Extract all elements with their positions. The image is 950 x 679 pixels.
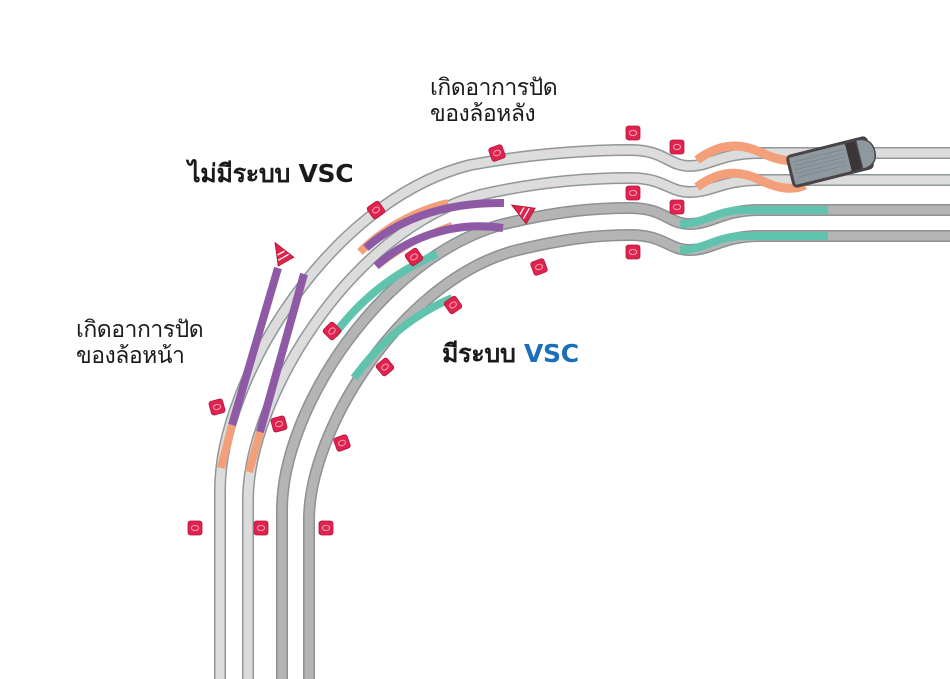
marker-icon (529, 257, 549, 277)
rear-skid-label-line-1: เกิดอาการปัด (430, 75, 558, 101)
front-skid-label-line-1: เกิดอาการปัด (76, 317, 204, 343)
front-skid-orange-2 (245, 430, 264, 474)
front-skid-purple-1 (228, 266, 282, 427)
track-3-edge (276, 201, 950, 679)
track-4 (304, 230, 950, 679)
tracks-with-vsc (276, 201, 950, 679)
tracks-no-vsc (214, 143, 950, 679)
track-3 (277, 203, 950, 679)
marker-icon (669, 199, 685, 215)
rear-skid-label-line-2: ของล้อหลัง (430, 100, 536, 127)
marker-icon (332, 433, 352, 453)
front-skid-purple-2 (256, 272, 308, 434)
front-skid-label-line-2: ของล้อหน้า (76, 342, 185, 369)
rear-skid-bend-2 (694, 168, 808, 193)
track-1 (215, 145, 950, 679)
marker-icon (318, 520, 334, 536)
vsc-path-straight-2 (679, 232, 828, 254)
vsc-path-straight-1 (679, 206, 828, 228)
rear-skid-label: เกิดอาการปัด ของล้อหลัง (430, 75, 558, 128)
vsc-path-curve-2 (350, 294, 454, 381)
marker-icon (625, 125, 641, 141)
traffic-cone-icon (510, 204, 536, 225)
track-1-edge (214, 143, 950, 679)
marker-icon (207, 397, 227, 417)
marker-icon (625, 185, 641, 201)
marker-icon (669, 139, 685, 155)
marker-icon (253, 520, 269, 536)
no-vsc-label-prefix: ไม่มีระบบ (188, 159, 291, 188)
car-icon (786, 136, 876, 188)
no-vsc-label: ไม่มีระบบ VSC (188, 159, 354, 188)
marker-icon (269, 414, 289, 434)
traffic-cone-icon (274, 241, 295, 267)
front-skid-paths (217, 266, 308, 474)
with-vsc-label-suffix: VSC (523, 339, 579, 368)
vsc-stable-paths (330, 206, 828, 381)
marker-icon (625, 244, 641, 260)
front-skid-orange-1 (217, 424, 236, 469)
with-vsc-label-prefix: มีระบบ (442, 339, 516, 368)
track-4-edge (303, 228, 950, 679)
rear-skid-purple-1 (363, 198, 505, 251)
front-skid-label: เกิดอาการปัด ของล้อหน้า (76, 317, 204, 370)
rear-skid-purple-2 (373, 222, 504, 269)
vsc-path-curve-1 (330, 250, 439, 338)
rear-skid-paths (357, 141, 816, 269)
track-2 (243, 173, 950, 679)
no-vsc-label-suffix: VSC (298, 159, 354, 188)
with-vsc-label: มีระบบ VSC (442, 340, 579, 368)
marker-icon (187, 520, 203, 536)
track-2-edge (242, 171, 950, 679)
